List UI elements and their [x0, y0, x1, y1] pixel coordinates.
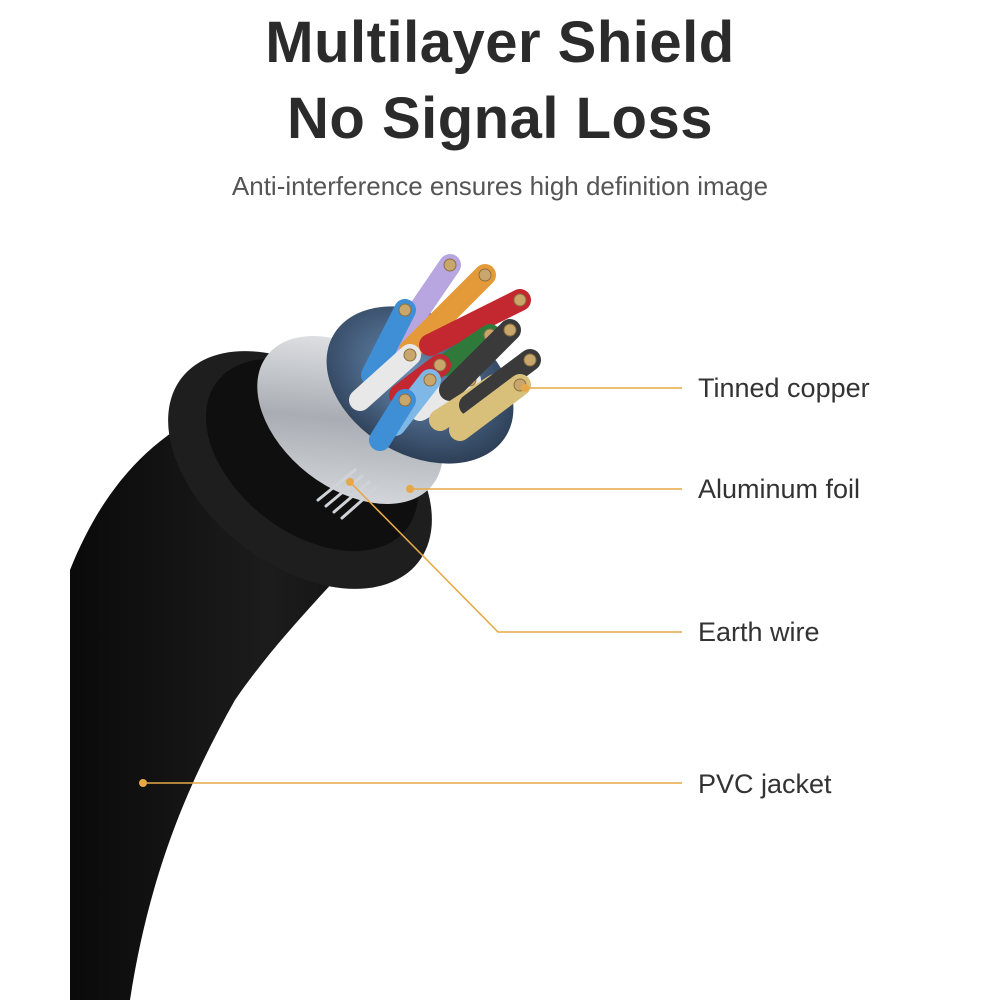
label-pvc-jacket: PVC jacket	[698, 769, 832, 799]
callout-dots	[139, 384, 529, 787]
tinned-copper-conductor	[478, 268, 492, 282]
tinned-copper-conductor	[433, 358, 447, 372]
headline-line-2: No Signal Loss	[287, 86, 713, 151]
dot-aluminum-foil	[406, 485, 414, 493]
label-tinned-copper: Tinned copper	[698, 373, 870, 403]
tinned-copper-conductor	[398, 303, 412, 317]
wire-insulation	[434, 324, 501, 376]
tinned-copper-conductor	[403, 348, 417, 362]
dot-tinned-copper	[521, 384, 529, 392]
wire-insulation	[369, 389, 416, 451]
label-aluminum-foil: Aluminum foil	[698, 474, 861, 504]
headline-line-1: Multilayer Shield	[265, 10, 735, 75]
insulated-wires-group	[349, 254, 541, 451]
earth-wire-strands	[316, 468, 378, 520]
tinned-copper-conductor	[443, 258, 457, 272]
callout-leaders	[143, 387, 682, 784]
subtitle: Anti-interference ensures high definitio…	[231, 171, 769, 201]
tinned-copper-conductor	[503, 323, 517, 337]
wire-insulation	[439, 319, 521, 401]
tinned-copper-conductor	[398, 393, 412, 407]
tinned-copper-conductor	[513, 293, 527, 307]
tinned-copper-conductor	[523, 353, 537, 367]
leader-earth-wire	[349, 481, 682, 633]
dot-pvc-jacket	[139, 779, 147, 787]
wire-insulation	[349, 344, 421, 411]
wire-insulation	[449, 374, 531, 441]
tinned-copper-conductor	[423, 373, 437, 387]
wire-insulation	[361, 299, 416, 386]
dot-earth-wire	[346, 478, 354, 486]
label-earth-wire: Earth wire	[698, 617, 820, 647]
wire-insulation	[459, 349, 541, 416]
wire-insulation	[419, 289, 531, 356]
